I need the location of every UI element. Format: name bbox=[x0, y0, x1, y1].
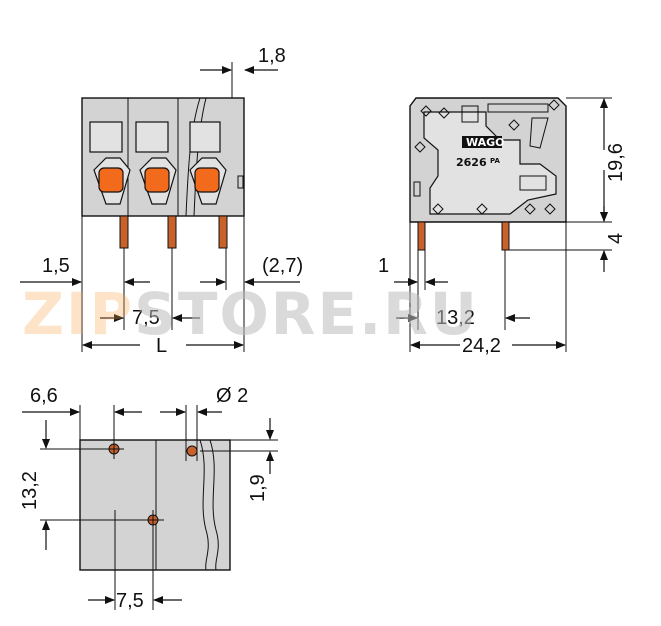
front-pin-3 bbox=[218, 215, 228, 249]
front-pin-1 bbox=[119, 215, 129, 249]
dim-footprint-pitch: 7,5 bbox=[116, 590, 144, 612]
svg-text:ZIPSTORE.RU: ZIPSTORE.RU bbox=[22, 280, 479, 348]
dim-row-spacing: 13,2 bbox=[19, 471, 41, 510]
dim-left-offset: 1,5 bbox=[42, 255, 70, 277]
dim-pitch: 7,5 bbox=[132, 307, 160, 329]
dim-length: L bbox=[156, 335, 167, 357]
dim-hole-diameter: Ø 2 bbox=[216, 385, 248, 407]
side-pin-2 bbox=[501, 221, 510, 251]
svg-text:WAGO: WAGO bbox=[466, 136, 505, 149]
dim-top-gap: 1,8 bbox=[258, 45, 286, 67]
front-pin-2 bbox=[167, 215, 177, 249]
hole-2 bbox=[186, 445, 198, 457]
dim-hole-offset: 1,9 bbox=[247, 474, 269, 502]
dim-depth: 24,2 bbox=[462, 335, 501, 357]
dim-pin-length: 4 bbox=[605, 233, 627, 244]
front-view: 1,8 1,5 (2,7) 7,5 L bbox=[20, 45, 303, 357]
dim-edge-offset: 6,6 bbox=[30, 385, 58, 407]
svg-text:PA: PA bbox=[490, 157, 500, 165]
actuator-3 bbox=[194, 167, 220, 193]
dim-right-offset: (2,7) bbox=[262, 255, 303, 277]
dim-pin-spacing: 13,2 bbox=[436, 307, 475, 329]
side-pin-1 bbox=[417, 221, 426, 251]
actuator-2 bbox=[144, 167, 170, 193]
wago-logo: WAGO 2626 PA bbox=[456, 136, 505, 169]
dim-height: 19,6 bbox=[605, 143, 627, 182]
footprint-view: 6,6 Ø 2 13,2 1,9 7,5 bbox=[19, 385, 278, 612]
dim-pin-offset: 1 bbox=[378, 255, 389, 277]
watermark: ZIPSTORE.RU bbox=[22, 280, 479, 348]
side-view: WAGO 2626 PA bbox=[378, 97, 627, 357]
svg-text:2626: 2626 bbox=[456, 156, 487, 169]
actuator-1 bbox=[98, 167, 124, 193]
